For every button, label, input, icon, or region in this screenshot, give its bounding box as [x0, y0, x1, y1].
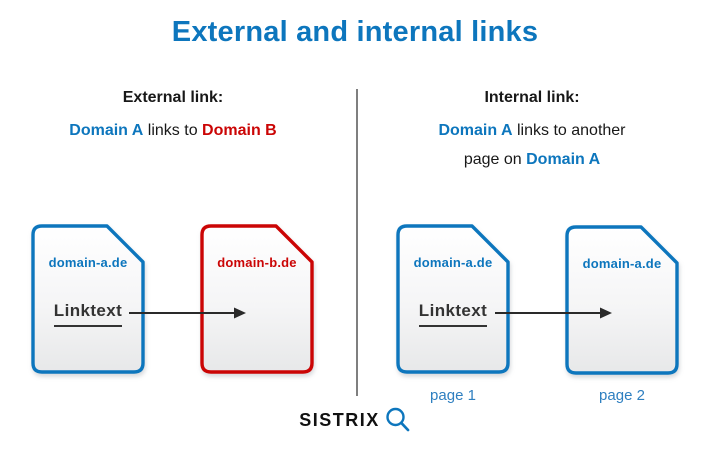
- domain-a-text: Domain A: [69, 122, 144, 139]
- domain-label: domain-a.de: [413, 255, 493, 270]
- page-1-label: page 1: [430, 387, 476, 404]
- domain-b-text: Domain B: [202, 122, 277, 139]
- document-card-internal-target: domain-a.de: [565, 225, 679, 375]
- links-to-text: links to: [147, 122, 198, 139]
- external-link-heading: External link:: [122, 89, 224, 106]
- page-on-text: page on: [463, 151, 522, 168]
- brand-footer: SISTRIX: [0, 406, 710, 434]
- domain-label: domain-a.de: [48, 255, 128, 270]
- brand-logo-text: SISTRIX: [299, 409, 380, 430]
- internal-link-heading-block: Internal link: Domain A links to another…: [388, 89, 676, 174]
- internal-link-sentence: Domain A links to another page on Domain…: [388, 116, 676, 174]
- document-card-external-target: domain-b.de: [200, 224, 314, 374]
- linktext-wrap: Linktext: [396, 301, 510, 327]
- internal-link-heading: Internal link:: [484, 89, 580, 106]
- magnifier-icon: [386, 407, 410, 432]
- document-shape-icon: [396, 224, 510, 374]
- link-arrow-icon: [129, 307, 246, 319]
- links-to-another-text: links to another: [517, 122, 626, 139]
- domain-a-text: Domain A: [526, 151, 601, 168]
- linktext-wrap: Linktext: [31, 301, 145, 327]
- domain-label: domain-a.de: [582, 256, 662, 271]
- external-link-heading-block: External link: Domain A links to Domain …: [20, 89, 326, 145]
- domain-label: domain-b.de: [217, 255, 297, 270]
- document-shape-icon: [565, 225, 679, 375]
- document-card-internal-source: domain-a.de Linktext: [396, 224, 510, 374]
- domain-a-text: Domain A: [438, 122, 513, 139]
- external-link-sentence: Domain A links to Domain B: [20, 116, 326, 145]
- document-card-external-source: domain-a.de Linktext: [31, 224, 145, 374]
- document-shape-icon: [200, 224, 314, 374]
- link-arrow-icon: [495, 307, 612, 319]
- linktext-hyperlink[interactable]: Linktext: [53, 301, 123, 327]
- page-title: External and internal links: [171, 16, 539, 48]
- linktext-hyperlink[interactable]: Linktext: [418, 301, 488, 327]
- section-divider: [356, 89, 358, 396]
- document-shape-icon: [31, 224, 145, 374]
- page-2-label: page 2: [599, 387, 645, 404]
